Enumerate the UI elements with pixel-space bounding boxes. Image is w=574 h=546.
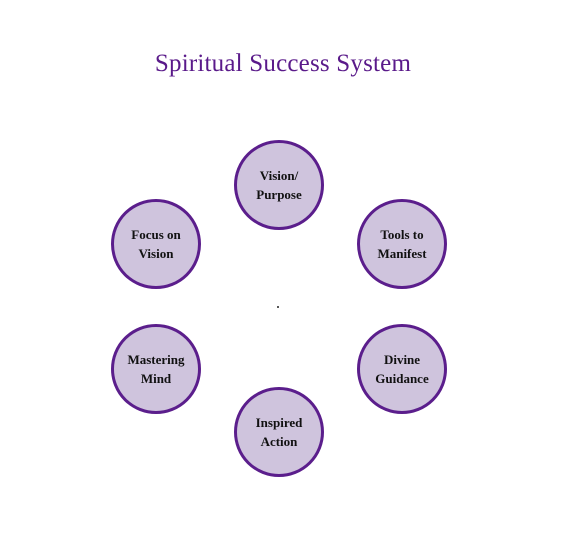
node-inspired-action: Inspired Action <box>234 387 324 477</box>
diagram-title: Spiritual Success System <box>154 50 412 77</box>
node-vision-purpose: Vision/ Purpose <box>234 140 324 230</box>
center-dot <box>277 306 279 308</box>
node-label-divine-guidance: Divine Guidance <box>375 352 429 386</box>
node-focus-on-vision: Focus on Vision <box>111 199 201 289</box>
node-label-mastering-mind: Mastering Mind <box>127 352 185 386</box>
node-label-vision-purpose: Vision/ Purpose <box>256 168 302 202</box>
node-label-inspired-action: Inspired Action <box>255 415 303 449</box>
node-label-focus-on-vision: Focus on Vision <box>131 227 181 261</box>
node-label-tools-to-manifest: Tools to Manifest <box>377 227 427 261</box>
node-mastering-mind: Mastering Mind <box>111 324 201 414</box>
node-tools-to-manifest: Tools to Manifest <box>357 199 447 289</box>
node-divine-guidance: Divine Guidance <box>357 324 447 414</box>
